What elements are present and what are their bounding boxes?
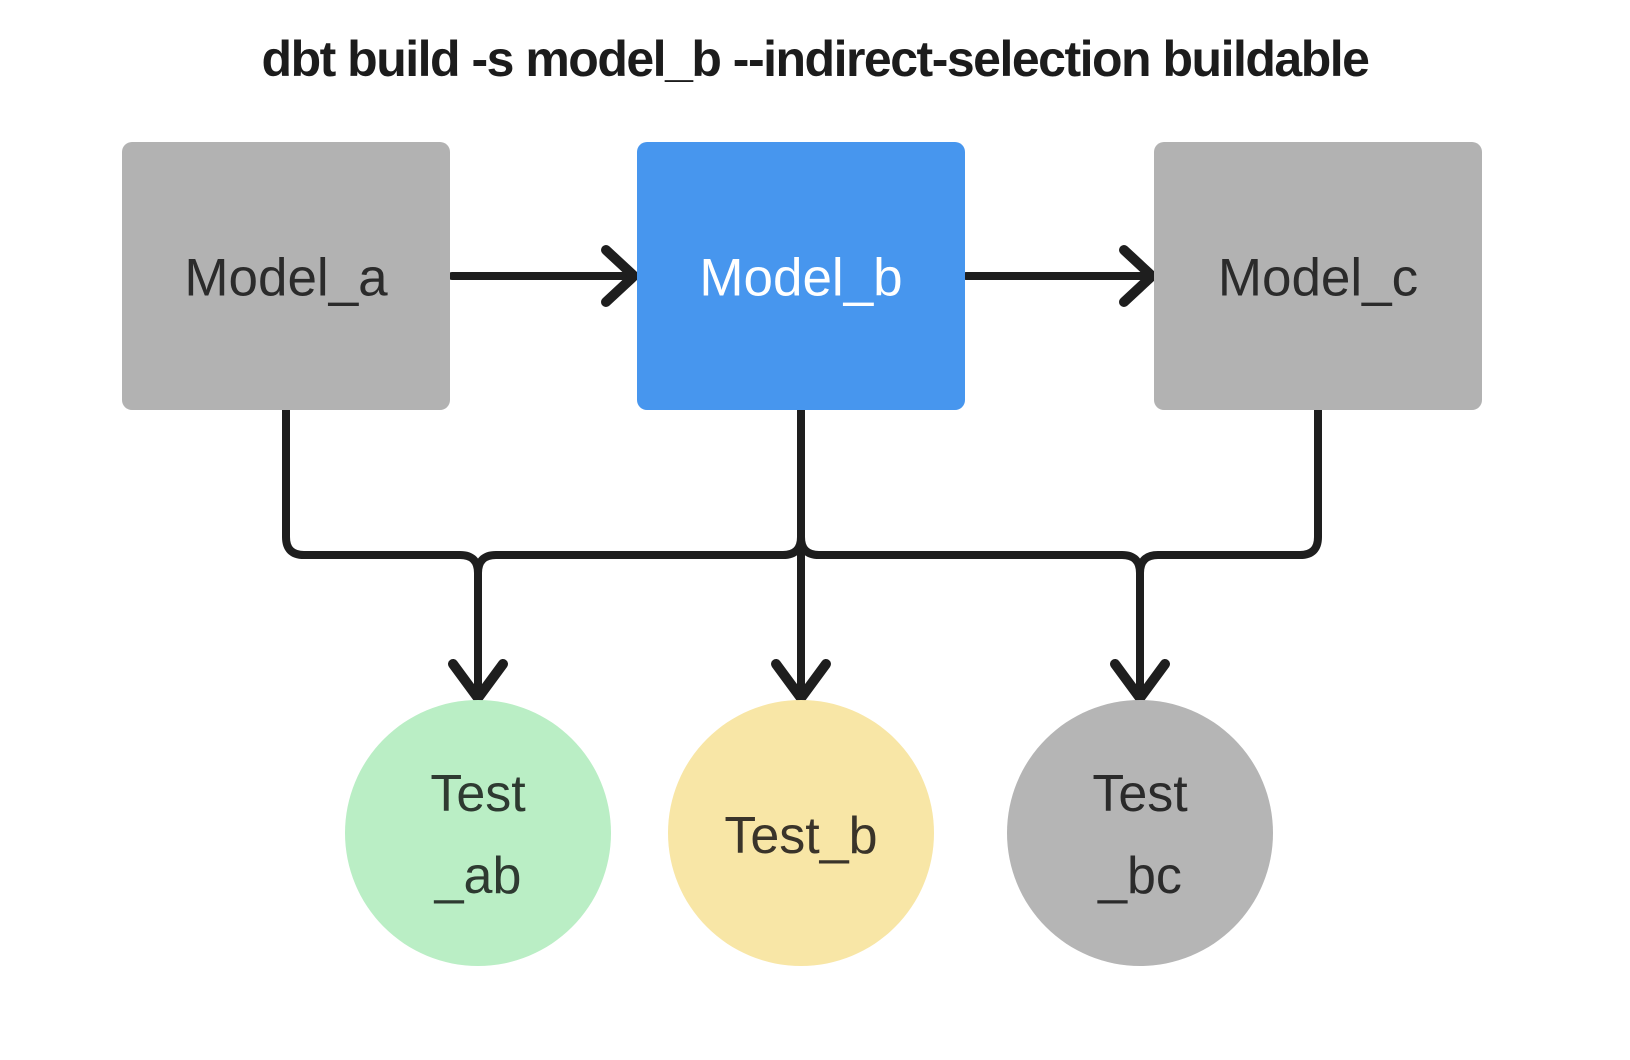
edge-model-b-to-test-ab	[474, 406, 805, 700]
command-title: dbt build -s model_b --indirect-selectio…	[261, 31, 1370, 87]
node-test-ab-circle	[345, 700, 611, 966]
node-test-ab-label-line1: Test	[430, 765, 526, 823]
node-test-b-circle	[668, 700, 934, 966]
node-test-ab-label-line2: _ab	[434, 847, 522, 905]
arrowhead-model-b	[601, 245, 639, 307]
node-model-a-label: Model_a	[184, 249, 388, 308]
edge-model-b-to-test-bc	[797, 406, 1144, 700]
node-model-c: Model_c	[1154, 142, 1482, 410]
node-model-c-box	[1154, 142, 1482, 410]
node-model-b-label: Model_b	[699, 249, 902, 308]
arrowhead-test-ab	[448, 659, 508, 703]
edge-model-a-to-test-ab	[282, 406, 482, 700]
arrowhead-model-c	[1119, 245, 1157, 307]
node-test-b-label: Test_b	[724, 807, 877, 865]
arrowhead-test-bc	[1110, 659, 1170, 703]
node-test-bc: Test _bc	[1007, 700, 1273, 966]
edge-model-c-to-test-bc	[1136, 406, 1322, 700]
node-test-b: Test_b	[668, 700, 934, 966]
node-model-c-label: Model_c	[1218, 249, 1418, 308]
node-test-bc-label-line1: Test	[1092, 765, 1188, 823]
arrowhead-test-b	[771, 659, 831, 703]
node-test-ab: Test _ab	[345, 700, 611, 966]
node-test-bc-circle	[1007, 700, 1273, 966]
node-model-b-box	[637, 142, 965, 410]
node-test-bc-label-line2: _bc	[1097, 847, 1182, 905]
node-model-a: Model_a	[122, 142, 450, 410]
node-model-a-box	[122, 142, 450, 410]
edge-layer	[282, 245, 1322, 703]
node-model-b: Model_b	[637, 142, 965, 410]
